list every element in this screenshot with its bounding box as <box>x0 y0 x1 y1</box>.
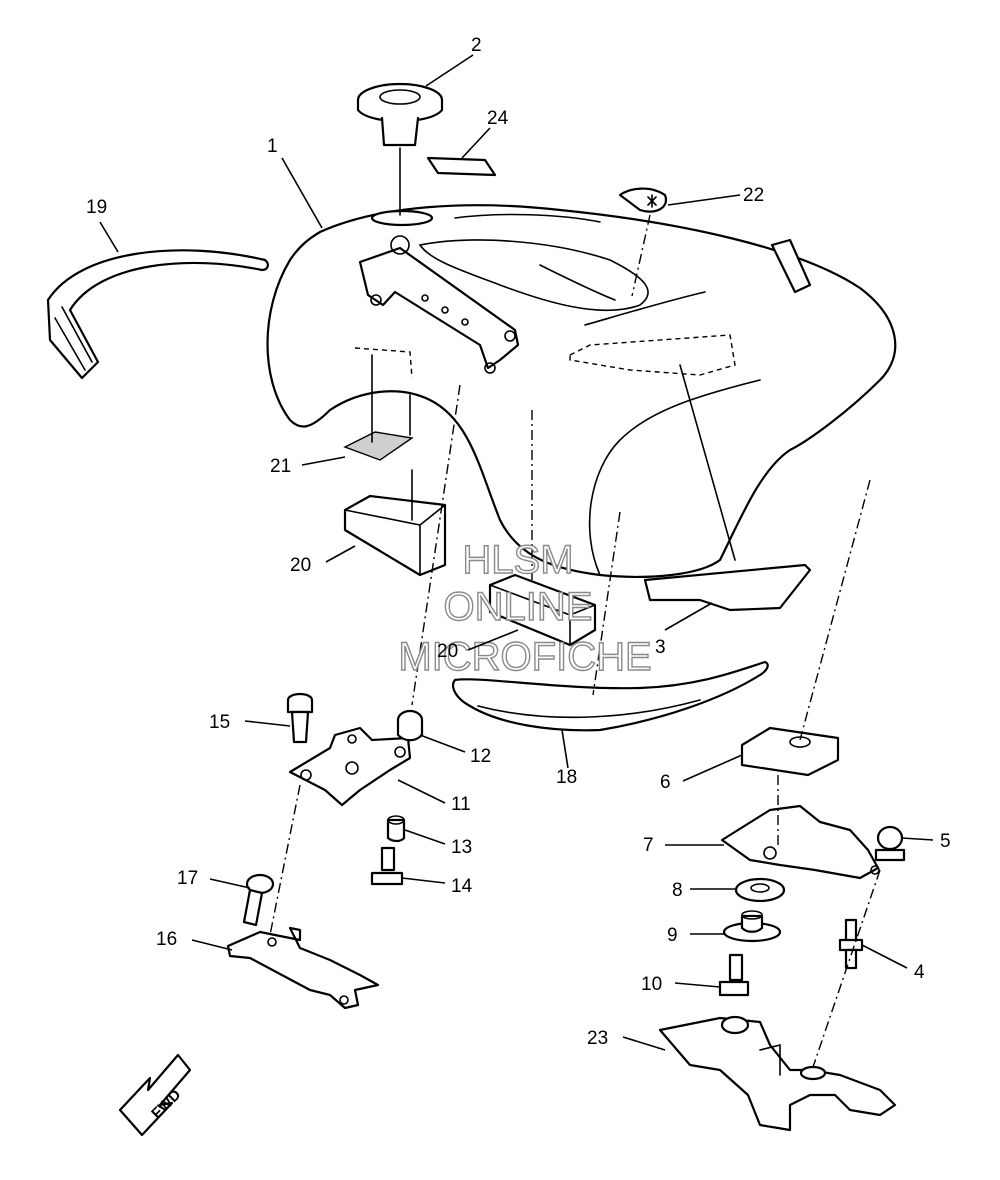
bolt-10 <box>718 953 750 997</box>
callout-3: 3 <box>655 637 666 658</box>
callout-5: 5 <box>940 831 951 852</box>
emblem-22 <box>618 187 668 297</box>
callout-24: 24 <box>487 108 509 129</box>
callout-4: 4 <box>914 962 925 983</box>
callout-15: 15 <box>209 712 230 733</box>
forward-arrow-icon: FWD <box>118 1053 192 1137</box>
callout-6: 6 <box>660 772 671 793</box>
callout-22: 22 <box>743 185 764 206</box>
callout-10: 10 <box>641 974 662 995</box>
screw-17 <box>242 873 275 927</box>
callout-20a: 20 <box>290 555 311 576</box>
callout-2: 2 <box>471 35 482 56</box>
washer-8 <box>734 877 786 903</box>
label-24 <box>426 156 497 177</box>
damper-6 <box>740 726 840 777</box>
callout-1: 1 <box>267 136 278 157</box>
side-cover-3 <box>643 563 812 612</box>
bolt-14 <box>370 846 404 886</box>
callout-12: 12 <box>470 746 491 767</box>
collar-13 <box>386 815 406 843</box>
watermark-line-3: MICROFICHE <box>398 635 651 679</box>
watermark-line-2: ONLINE <box>444 585 593 629</box>
leader-lines <box>99 54 934 1051</box>
callout-21: 21 <box>270 456 291 477</box>
damper-pad-21 <box>343 431 414 461</box>
seal-strip-19 <box>46 249 269 380</box>
bolt-15 <box>286 692 314 744</box>
callout-17: 17 <box>177 868 198 889</box>
watermark: HLSM ONLINE MICROFICHE <box>398 537 653 679</box>
trim-18 <box>452 660 769 732</box>
callout-8: 8 <box>672 880 683 901</box>
callout-11: 11 <box>451 794 471 815</box>
callout-13: 13 <box>451 837 472 858</box>
damper-block-20a <box>343 494 447 577</box>
callout-20b: 20 <box>437 641 458 662</box>
watermark-line-1: HLSM <box>462 538 573 582</box>
collar-9 <box>722 910 782 943</box>
fuel-cap <box>356 82 444 216</box>
callout-7: 7 <box>643 835 654 856</box>
callout-23: 23 <box>587 1028 608 1049</box>
damper-block-20b <box>488 573 597 647</box>
callout-14: 14 <box>451 876 473 897</box>
grommet-12 <box>396 709 424 742</box>
nut-5 <box>874 825 906 862</box>
bracket-16 <box>226 926 380 1010</box>
fuel-tank <box>266 204 897 578</box>
callout-16: 16 <box>156 929 177 950</box>
callout-19: 19 <box>86 197 107 218</box>
callout-18: 18 <box>556 767 577 788</box>
bracket-11 <box>288 726 412 807</box>
callouts: 1 2 3 4 5 6 7 8 9 10 11 12 13 14 15 16 1… <box>86 35 951 1049</box>
bracket-7 <box>720 804 880 880</box>
callout-9: 9 <box>667 925 678 946</box>
stud-4 <box>838 918 864 970</box>
bracket-23 <box>658 1015 897 1132</box>
